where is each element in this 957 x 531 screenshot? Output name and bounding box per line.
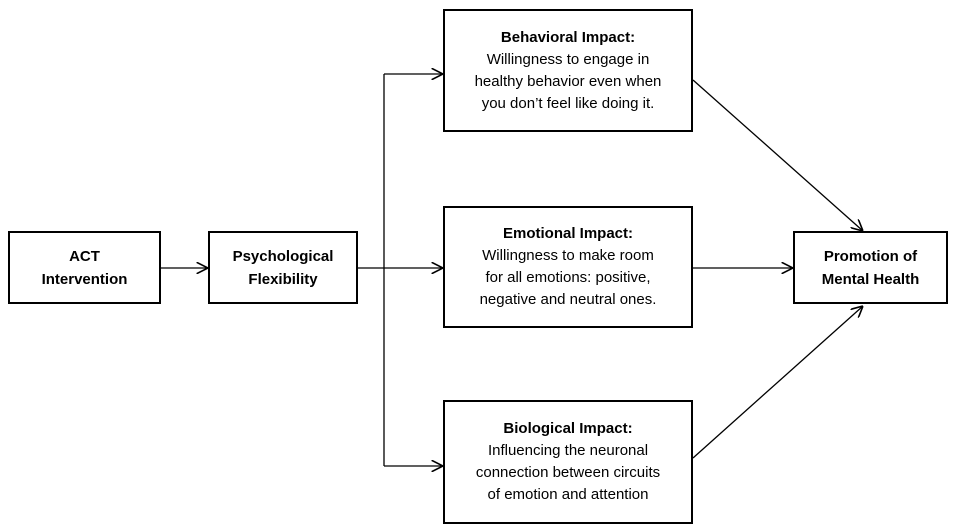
node-emotional-title: Emotional Impact: xyxy=(502,225,633,242)
node-act-title-line2: Intervention xyxy=(41,270,128,288)
node-mental-title-line1: Promotion of xyxy=(823,247,918,265)
node-emotional-impact: Emotional Impact: Willingness to make ro… xyxy=(443,206,693,328)
node-biological-title: Biological Impact: xyxy=(503,420,633,437)
node-act-title-line1: ACT xyxy=(69,247,100,265)
edge-biological-to-mental-health xyxy=(692,306,863,459)
node-flex-title-line1: Psychological xyxy=(232,247,334,265)
node-emotional-line3: negative and neutral ones. xyxy=(479,291,657,308)
node-behavioral-impact: Behavioral Impact: Willingness to engage… xyxy=(443,9,693,132)
node-behavioral-line3: you don’t feel like doing it. xyxy=(481,94,655,112)
node-psychological-flexibility: Psychological Flexibility xyxy=(208,231,358,304)
node-behavioral-title: Behavioral Impact: xyxy=(500,28,636,46)
node-emotional-line2: for all emotions: positive, xyxy=(485,269,651,286)
node-behavioral-line1: Willingness to engage in xyxy=(486,50,650,68)
node-behavioral-line2: healthy behavior even when xyxy=(474,72,662,90)
node-biological-impact: Biological Impact: Influencing the neuro… xyxy=(443,400,693,524)
node-biological-line3: of emotion and attention xyxy=(487,486,649,503)
node-biological-line2: connection between circuits xyxy=(475,464,661,481)
node-emotional-line1: Willingness to make room xyxy=(482,247,654,264)
edge-behavioral-to-mental-health xyxy=(692,79,863,231)
node-mental-title-line2: Mental Health xyxy=(821,270,920,288)
node-biological-line1: Influencing the neuronal xyxy=(487,442,649,459)
node-flex-title-line2: Flexibility xyxy=(248,270,318,288)
node-act-intervention: ACT Intervention xyxy=(8,231,161,304)
node-promotion-of-mental-health: Promotion of Mental Health xyxy=(793,231,948,304)
